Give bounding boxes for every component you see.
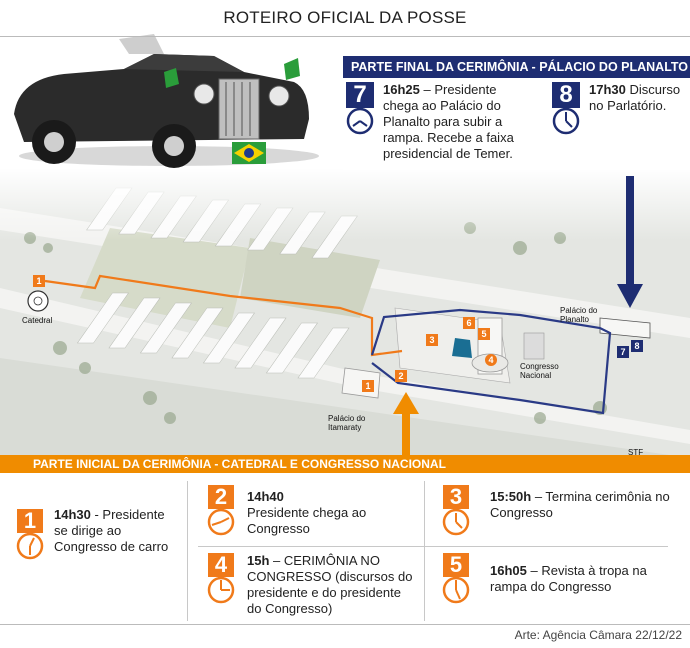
step-2-description: Presidente chega ao Congresso xyxy=(247,505,367,536)
step-8-description: Discurso no Parlatório. xyxy=(589,82,681,113)
arrow-up-icon xyxy=(393,392,419,458)
step-7-number: 7 xyxy=(346,82,374,108)
step-3-text: 15:50h – Termina cerimônia no Congresso xyxy=(490,489,680,521)
row-divider xyxy=(198,546,668,547)
clock-icon xyxy=(207,576,235,604)
initial-section-header: PARTE INICIAL DA CERIMÔNIA - CATEDRAL E … xyxy=(0,455,690,473)
clock-icon xyxy=(207,508,235,536)
final-section-header: PARTE FINAL DA CERIMÔNIA - PÁLACIO DO PL… xyxy=(343,56,690,78)
step-5-description: – Revista à tropa na rampa do Congresso xyxy=(490,563,647,594)
credit-text: Arte: Agência Câmara 22/12/22 xyxy=(514,628,682,642)
step-3-description: – Termina cerimônia no Congresso xyxy=(490,489,670,520)
map-illustration xyxy=(0,168,690,458)
step-7-description: – Presidente chega ao Palácio do Planalt… xyxy=(383,82,514,161)
step-4: 4 15h – CERIMÔNIA NO CONGRESSO (discurso… xyxy=(205,553,417,617)
map-pin-4: 4 xyxy=(485,354,497,366)
map-pin-2: 2 xyxy=(395,370,407,382)
map-label-planalto: Palácio do Planalto xyxy=(560,306,598,324)
map-label-itamaraty: Palácio do Itamaraty xyxy=(328,414,366,432)
step-4-text: 15h – CERIMÔNIA NO CONGRESSO (discursos … xyxy=(247,553,417,617)
map-label-congresso: Congresso Nacional xyxy=(520,362,559,380)
page-title: ROTEIRO OFICIAL DA POSSE xyxy=(223,8,467,27)
map-pin-5: 5 xyxy=(478,328,490,340)
map-pin-3: 3 xyxy=(426,334,438,346)
step-7-text: 16h25 – Presidente chega ao Palácio do P… xyxy=(383,82,533,162)
step-5-time: 16h05 xyxy=(490,563,527,578)
step-5-text: 16h05 – Revista à tropa na rampa do Cong… xyxy=(490,563,680,595)
clock-icon xyxy=(552,107,580,135)
step-1-number: 1 xyxy=(17,509,43,533)
step-4-number: 4 xyxy=(208,553,234,577)
column-divider xyxy=(187,481,188,621)
aerial-map: Catedral Palácio do Itamaraty Congresso … xyxy=(0,168,690,458)
clock-icon xyxy=(346,107,374,135)
map-pin-1b: 1 xyxy=(362,380,374,392)
step-8-number: 8 xyxy=(552,82,580,108)
step-1-time: 14h30 xyxy=(54,507,91,522)
step-7: 7 16h25 – Presidente chega ao Palácio do… xyxy=(343,82,533,162)
clock-icon xyxy=(442,576,470,604)
step-1: 1 14h30 - Presidente se dirige ao Congre… xyxy=(14,507,179,561)
arrow-down-icon xyxy=(617,176,643,308)
map-label-stf: STF xyxy=(628,448,644,457)
step-3-number: 3 xyxy=(443,485,469,509)
final-section-body: 7 16h25 – Presidente chega ao Palácio do… xyxy=(343,78,690,170)
map-pin-1: 1 xyxy=(33,275,45,287)
step-3-time: 15:50h xyxy=(490,489,532,504)
title-divider xyxy=(0,36,690,37)
map-pin-6: 6 xyxy=(463,317,475,329)
step-2-time: 14h40 xyxy=(247,489,284,504)
step-1-description: - Presidente se dirige ao Congresso de c… xyxy=(54,507,169,554)
credit-divider xyxy=(0,624,690,625)
step-8: 8 17h30 Discurso no Parlatório. xyxy=(549,82,689,136)
step-8-text: 17h30 Discurso no Parlatório. xyxy=(589,82,689,114)
step-5-number: 5 xyxy=(443,553,469,577)
step-2-number: 2 xyxy=(208,485,234,509)
map-pin-7: 7 xyxy=(617,346,629,358)
step-7-time: 16h25 xyxy=(383,82,420,97)
column-divider xyxy=(424,481,425,621)
map-label-catedral: Catedral xyxy=(22,316,53,325)
step-5: 5 16h05 – Revista à tropa na rampa do Co… xyxy=(440,553,680,605)
step-3: 3 15:50h – Termina cerimônia no Congress… xyxy=(440,485,680,537)
initial-steps-grid: 1 14h30 - Presidente se dirige ao Congre… xyxy=(0,473,690,623)
clock-icon xyxy=(16,532,44,560)
step-8-time: 17h30 xyxy=(589,82,626,97)
map-pin-8: 8 xyxy=(631,340,643,352)
step-4-time: 15h xyxy=(247,553,270,568)
step-1-text: 14h30 - Presidente se dirige ao Congress… xyxy=(54,507,179,555)
step-4-description: – CERIMÔNIA NO CONGRESSO (discursos do p… xyxy=(247,553,413,616)
car-illustration xyxy=(4,24,324,179)
clock-icon xyxy=(442,508,470,536)
